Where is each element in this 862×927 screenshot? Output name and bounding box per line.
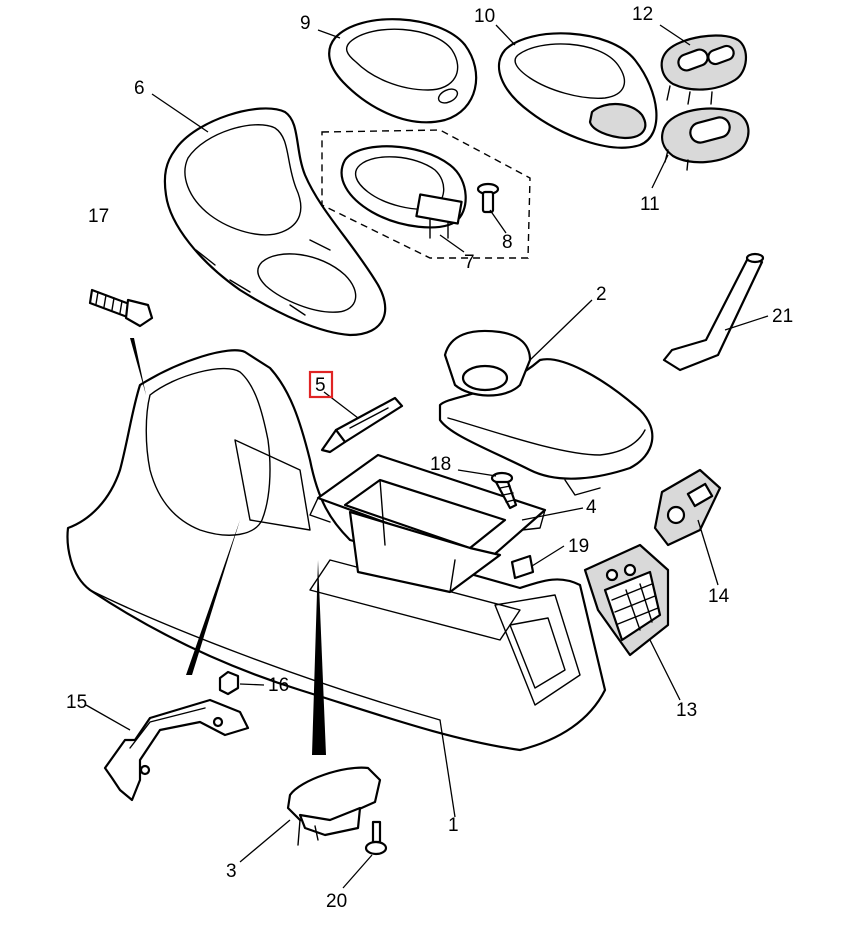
highlight-box-5 — [308, 370, 334, 399]
callout-8: 8 — [502, 232, 513, 253]
callout-3: 3 — [226, 861, 237, 882]
callout-5: 5 — [315, 375, 326, 396]
part-7-frame-group — [321, 129, 531, 259]
pointer-wedges — [130, 338, 326, 755]
callout-13: 13 — [676, 700, 697, 721]
callout-20: 20 — [326, 891, 347, 912]
callout-16: 16 — [268, 675, 289, 696]
part-18-screw — [490, 471, 518, 510]
part-8-screw — [476, 182, 500, 214]
callout-2: 2 — [596, 284, 607, 305]
part-15-bracket — [103, 698, 250, 802]
callout-7: 7 — [464, 252, 475, 273]
part-19-clip — [510, 554, 535, 580]
callout-6: 6 — [134, 78, 145, 99]
callout-12: 12 — [632, 4, 653, 25]
part-5-bracket — [320, 396, 404, 454]
callout-15: 15 — [66, 692, 87, 713]
part-1-console-body — [66, 349, 607, 752]
part-20-screw — [364, 820, 388, 856]
part-12-switch-pack — [660, 34, 747, 105]
callout-labels: 9 10 12 6 11 17 8 7 2 21 5 18 4 19 14 16… — [66, 4, 793, 912]
callout-9: 9 — [300, 13, 311, 34]
part-2-armrest — [438, 329, 654, 496]
callout-17: 17 — [88, 206, 109, 227]
part-9-bezel — [328, 18, 478, 124]
part-17-bolt — [88, 288, 154, 328]
part-21-tool — [662, 252, 765, 372]
callout-19: 19 — [568, 536, 589, 557]
callout-10: 10 — [474, 6, 495, 27]
part-10-bezel — [497, 32, 658, 149]
callout-14: 14 — [708, 586, 730, 607]
part-11-switch — [661, 107, 750, 171]
part-4-storage-bin — [309, 453, 547, 594]
part-14-switch-panel — [653, 468, 722, 547]
callout-21: 21 — [772, 306, 793, 327]
part-3-switch-module — [286, 766, 382, 846]
leader-lines — [85, 24, 769, 889]
callout-4: 4 — [586, 497, 597, 518]
part-13-rear-vent — [583, 543, 670, 657]
callout-18: 18 — [430, 454, 451, 475]
callout-1: 1 — [448, 815, 459, 836]
part-6-shift-surround — [163, 107, 387, 337]
part-16-nut — [218, 670, 240, 696]
callout-11: 11 — [640, 194, 660, 215]
